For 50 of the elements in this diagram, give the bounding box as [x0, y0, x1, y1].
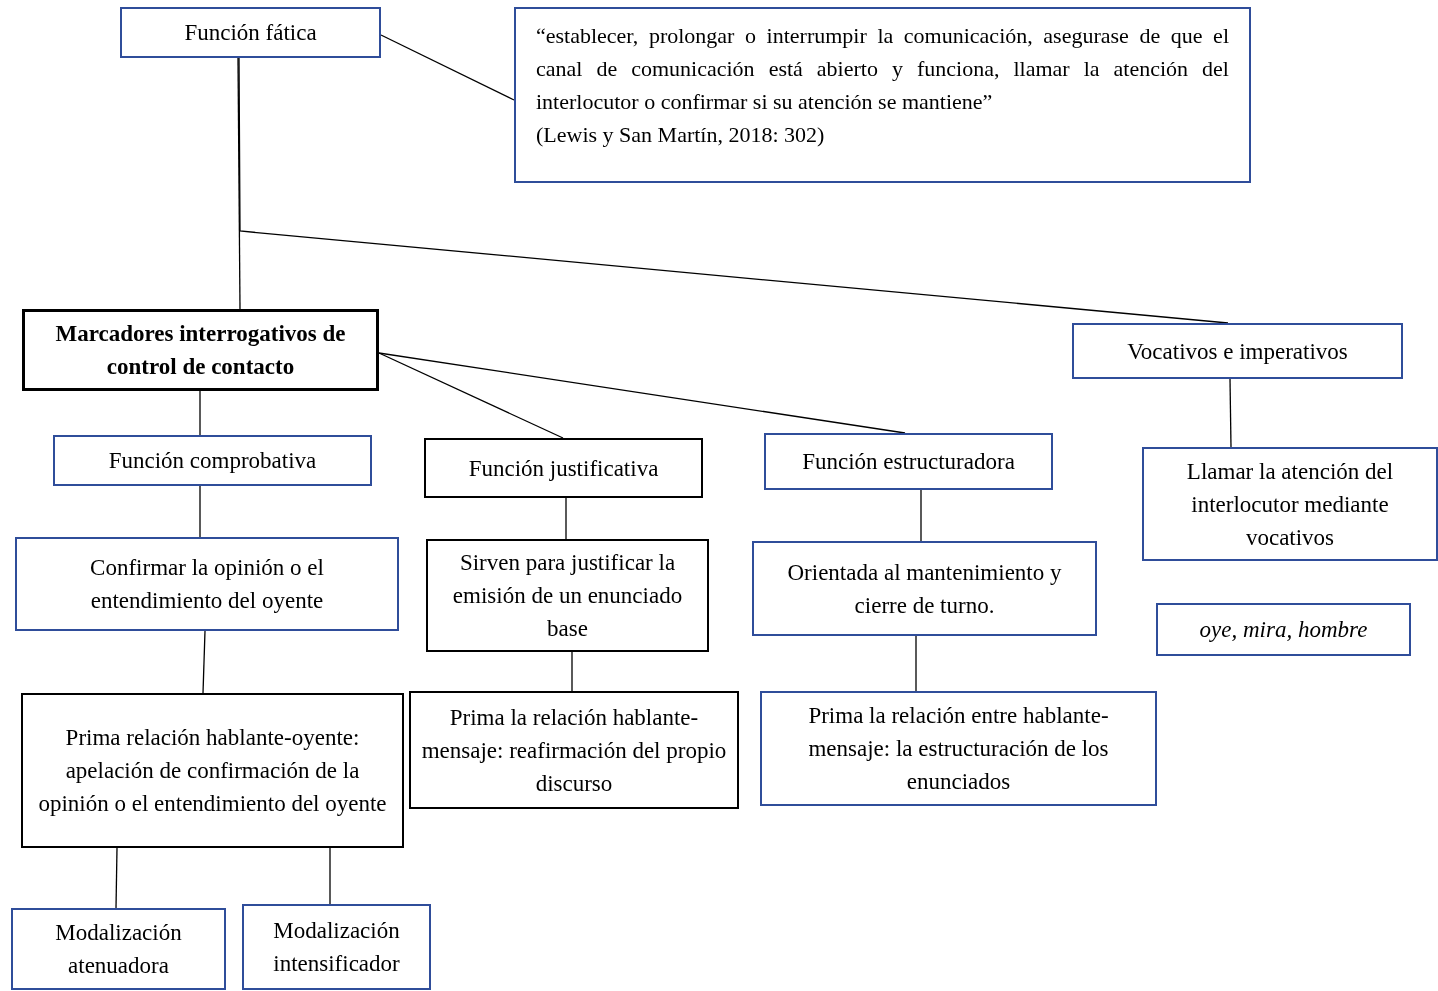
node-label: Prima la relación entre hablante-mensaje: la estructuración de los enunciados	[807, 702, 1110, 796]
quote-box	[514, 7, 1251, 183]
citation-text: (Lewis y San Martín, 2018: 302)	[536, 121, 826, 149]
node-label: Modalización intensificador	[272, 917, 401, 978]
connector-line	[329, 847, 331, 905]
concept-box	[120, 7, 381, 58]
concept-box	[760, 691, 1157, 806]
connector-line	[380, 34, 515, 101]
node-label: oye, mira, hombre	[1199, 616, 1368, 644]
node-label: Modalización atenuadora	[54, 919, 183, 980]
concept-box	[53, 435, 372, 486]
node-label: Función justificativa	[468, 454, 659, 483]
connector-line	[378, 352, 564, 439]
concept-box	[22, 309, 379, 391]
concept-box	[1072, 323, 1403, 379]
connector-line	[115, 847, 118, 909]
connector-line	[920, 489, 922, 542]
connector-line	[199, 485, 201, 538]
connector-line	[915, 635, 917, 692]
node-label: Sirven para justificar la emisión de un enunciado base	[451, 549, 684, 643]
node-label: Orientada al mantenimiento y cierre de turno.	[786, 558, 1063, 620]
node-label: Prima la relación hablante-mensaje: reafirmación del propio discurso	[420, 703, 728, 798]
concept-box	[424, 438, 703, 498]
connector-line	[571, 651, 573, 692]
node-label: Marcadores interrogativos de control de contacto	[54, 320, 347, 381]
concept-box	[1156, 603, 1411, 656]
concept-box	[752, 541, 1097, 636]
node-label: Confirmar la opinión o el entendimiento del oyente	[89, 554, 325, 615]
concept-box	[11, 908, 226, 990]
concept-box	[426, 539, 709, 652]
connector-line	[237, 57, 241, 310]
node-label: Función estructuradora	[802, 448, 1015, 476]
connector-line	[202, 630, 206, 694]
node-label: Función comprobativa	[108, 447, 317, 475]
concept-box	[1142, 447, 1438, 561]
node-label: Función fática	[184, 19, 317, 47]
concept-box	[21, 693, 404, 848]
node-label: Llamar la atención del interlocutor mediante vocativos	[1185, 457, 1395, 552]
concept-box	[242, 904, 431, 990]
concept-box	[15, 537, 399, 631]
concept-box	[409, 691, 739, 809]
node-label: Vocativos e imperativos	[1127, 337, 1348, 366]
connector-line	[378, 352, 906, 434]
connector-line	[565, 497, 567, 540]
quote-text: “establecer, prolongar o interrumpir la comunicación, asegurase de que el canal de comunicación está abierto y funciona, llamar la atención del interlocutor o confirmar si su atención se mantiene”	[536, 22, 1229, 116]
connector-line	[1229, 378, 1232, 448]
node-label: Prima relación hablante-oyente: apelación de confirmación de la opinión o el entendimiento del oyente	[37, 724, 388, 818]
connector-line	[238, 57, 1229, 324]
connector-line	[199, 390, 201, 436]
concept-box	[764, 433, 1053, 490]
